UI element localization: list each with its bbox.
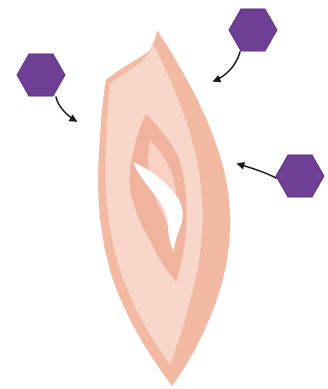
arrow-right-to-tissue <box>238 164 276 178</box>
particle-top-right <box>229 9 277 51</box>
arrow-left-to-tissue <box>56 97 76 121</box>
particle-right <box>276 155 324 197</box>
tissue-fragment <box>98 30 230 386</box>
arrow-top-right-to-tissue <box>214 52 240 81</box>
particle-right-hexagon-icon <box>276 155 324 197</box>
particle-top-right-hexagon-icon <box>229 9 277 51</box>
particle-left <box>17 54 65 96</box>
particle-left-hexagon-icon <box>17 54 65 96</box>
